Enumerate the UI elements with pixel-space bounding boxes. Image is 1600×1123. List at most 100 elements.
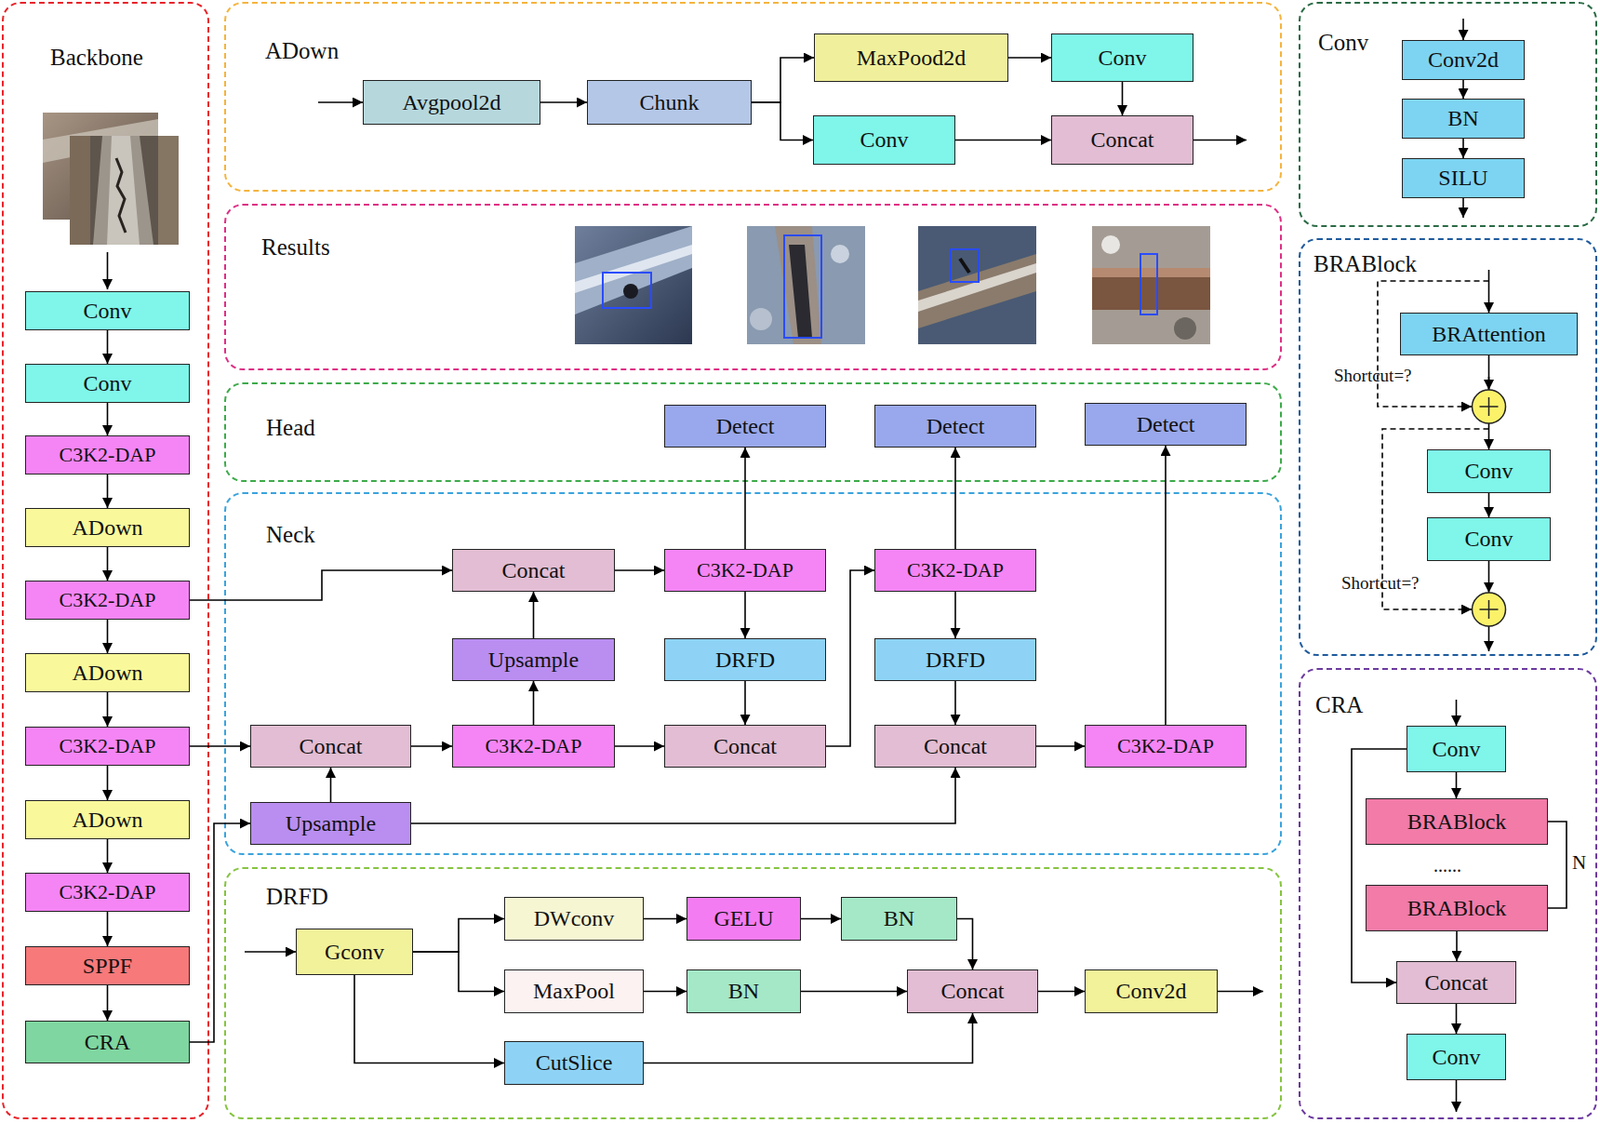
block-box: Conv2d: [1401, 40, 1525, 80]
io-arrow: [1455, 699, 1458, 726]
connector-arrow: [106, 546, 109, 581]
block-box: DWconv: [504, 896, 644, 941]
box-label: Upsample: [285, 811, 376, 837]
block-box: C3K2-DAP: [1084, 724, 1247, 768]
connector-arrow: [106, 474, 109, 508]
connector-arrow: [955, 139, 1052, 142]
adder-symbol: [1472, 592, 1507, 627]
panel-title: Neck: [266, 521, 316, 548]
connector-arrow: [413, 951, 505, 992]
block-box: Detect: [1084, 402, 1247, 446]
box-label: SPPF: [82, 953, 133, 979]
connector-arrow: [1455, 1003, 1458, 1034]
connector-arrow: [1488, 493, 1491, 518]
module-panel: CRAConvBRABlockBRABlockConcatConv: [1298, 667, 1598, 1120]
block-box: Concat: [906, 969, 1039, 1014]
block-box: BN: [840, 896, 958, 941]
connector-arrow: [826, 570, 875, 747]
box-label: Upsample: [488, 647, 579, 673]
box-label: GELU: [714, 906, 774, 932]
connector-arrow: [106, 619, 109, 654]
box-label: Conv: [1431, 736, 1480, 762]
annotation-label: N: [1572, 851, 1587, 875]
io-arrow: [1462, 18, 1465, 40]
annotation-label: ......: [1433, 854, 1462, 877]
block-box: DRFD: [874, 638, 1037, 681]
box-label: Conv: [1431, 1044, 1480, 1070]
connector-arrow: [800, 990, 907, 993]
connector-arrow: [1462, 80, 1465, 99]
panel-title: BRABlock: [1313, 251, 1417, 278]
box-label: BN: [728, 978, 760, 1004]
io-arrow: [318, 101, 363, 104]
connector-arrow: [957, 919, 974, 971]
block-box: Conv: [25, 291, 190, 331]
block-box: MaxPood2d: [813, 33, 1009, 82]
block-box: ADown: [25, 507, 190, 547]
box-label: C3K2-DAP: [696, 558, 794, 583]
connector-arrow: [643, 918, 687, 920]
connector-arrow: [411, 767, 956, 824]
block-box: C3K2-DAP: [452, 724, 615, 768]
result-photo: [574, 226, 693, 345]
box-label: Conv: [1464, 526, 1513, 552]
module-panel: ADownAvgpool2dChunkMaxPood2dConvConvConc…: [224, 1, 1282, 192]
connector-arrow: [744, 447, 747, 549]
block-box: Detect: [664, 404, 827, 448]
result-photo: [918, 226, 1037, 345]
module-panel: BackboneConvConvC3K2-DAPADownC3K2-DAPADo…: [1, 1, 210, 1120]
block-box: Chunk: [586, 80, 752, 125]
block-box: BN: [686, 969, 801, 1014]
connector-arrow: [413, 919, 505, 953]
module-panel: NeckConcatC3K2-DAPC3K2-DAPUpsampleDRFDDR…: [224, 492, 1282, 855]
io-arrow: [1193, 139, 1247, 142]
connector-arrow: [533, 680, 535, 725]
io-arrow: [1488, 376, 1491, 390]
connector-arrow: [954, 680, 957, 725]
box-label: ADown: [72, 515, 144, 541]
block-box: C3K2-DAP: [25, 580, 190, 620]
box-label: BRABlock: [1407, 895, 1507, 921]
annotation-label: Shortcut=?: [1341, 573, 1420, 594]
box-label: Conv: [82, 371, 132, 397]
connector-arrow: [106, 839, 109, 873]
annotation-label: Shortcut=?: [1333, 365, 1413, 387]
box-label: CRA: [84, 1029, 131, 1055]
block-box: ADown: [25, 653, 190, 693]
result-photo: [746, 226, 866, 345]
module-panel: HeadDetectDetectDetect: [224, 382, 1282, 482]
connector-arrow: [1008, 56, 1052, 59]
box-label: DRFD: [715, 647, 775, 673]
io-arrow: [1217, 990, 1264, 993]
block-box: Concat: [452, 548, 615, 592]
io-arrow: [1488, 626, 1491, 652]
connector-arrow: [614, 745, 665, 747]
box-label: C3K2-DAP: [906, 558, 1004, 583]
io-arrow: [244, 950, 296, 953]
panel-title: Backbone: [50, 44, 144, 71]
box-label: BRABlock: [1407, 809, 1507, 835]
block-box: Conv: [1406, 1033, 1507, 1080]
box-label: Concat: [713, 733, 777, 760]
module-panel: ConvConv2dBNSILU: [1298, 1, 1598, 227]
box-label: ADown: [72, 660, 144, 686]
block-box: Conv: [1426, 449, 1551, 494]
block-box: Concat: [1396, 960, 1517, 1004]
connector-arrow: [1036, 745, 1085, 747]
box-label: C3K2-DAP: [59, 733, 157, 759]
box-label: C3K2-DAP: [59, 587, 157, 613]
input-photo: [42, 112, 179, 245]
block-box: C3K2-DAP: [664, 548, 827, 592]
io-arrow: [1455, 1080, 1458, 1112]
connector-arrow: [751, 102, 814, 141]
connector-arrow: [1038, 990, 1085, 993]
connector-arrow: [354, 974, 505, 1064]
block-box: Conv: [25, 363, 190, 403]
box-label: BRAttention: [1431, 321, 1547, 347]
connector-arrow: [106, 765, 109, 800]
block-box: Conv2d: [1084, 969, 1218, 1014]
connector-arrow: [614, 569, 665, 572]
box-label: Concat: [299, 733, 363, 760]
block-box: SILU: [1401, 158, 1525, 199]
